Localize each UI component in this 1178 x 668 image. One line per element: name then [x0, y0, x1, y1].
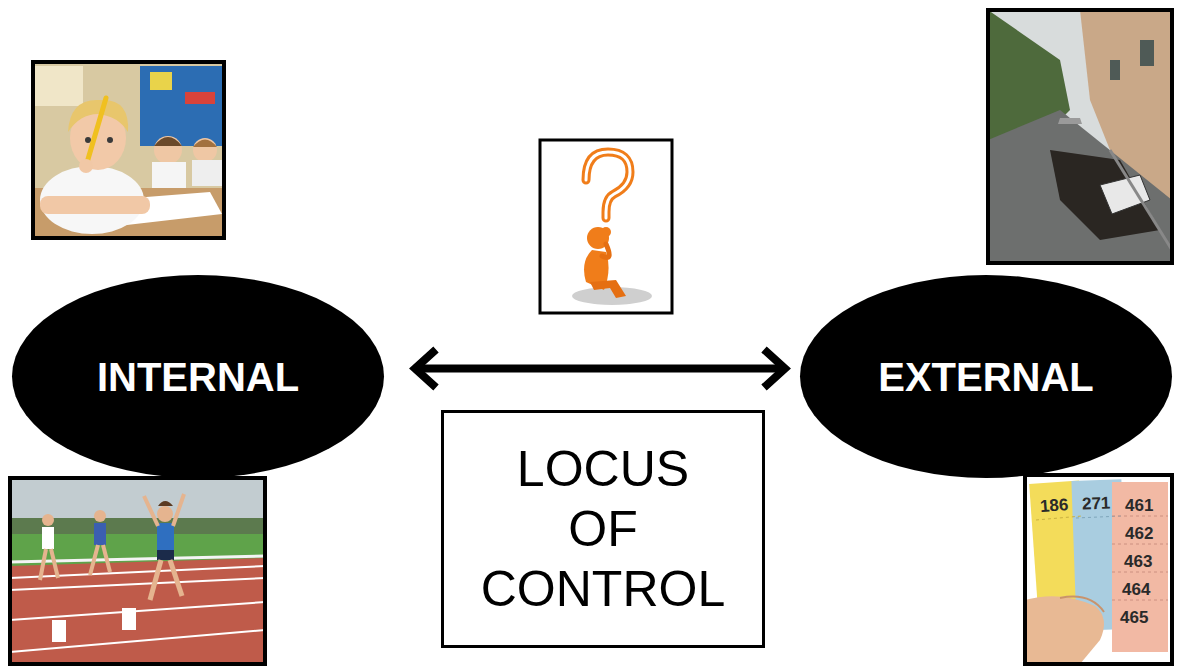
- node-text: EXTERNAL: [878, 354, 1094, 400]
- ticket-number: 186: [1039, 496, 1068, 515]
- ticket-number: 462: [1125, 525, 1153, 542]
- classroom-photo-part: [154, 136, 182, 164]
- ticket-number: 271: [1082, 495, 1111, 513]
- ticket-number: 461: [1125, 497, 1153, 514]
- thinker-icon-part: [586, 152, 630, 218]
- race-photo-part: [122, 608, 136, 630]
- sinkhole-photo-part: [988, 10, 1172, 263]
- sinkhole-photo-part: [1058, 118, 1082, 124]
- classroom-photo-part: [154, 137, 182, 146]
- classroom-photo-part: [193, 140, 217, 148]
- photo-frame: [10, 478, 265, 664]
- winner-figure-part: [157, 550, 174, 560]
- runner-figure: [40, 514, 58, 580]
- thinker-icon-part: [540, 140, 672, 313]
- ticket-number: 464: [1122, 581, 1150, 598]
- winner-figure-part: [157, 523, 174, 551]
- tickets-photo-part: [1112, 482, 1168, 652]
- runner-figure-part: [51, 549, 58, 578]
- runner-figure-part: [42, 514, 54, 526]
- race-photo-part: [52, 620, 66, 642]
- thinker-icon-part: [590, 280, 626, 298]
- winner-figure-part: [173, 494, 184, 526]
- classroom-photo-part: [79, 159, 93, 173]
- photo-frame: [33, 62, 224, 238]
- thinker-icon-part: [586, 152, 630, 218]
- runner-figure-part: [94, 523, 106, 545]
- tickets-photo: [1025, 475, 1172, 664]
- photo-frame: [1025, 475, 1172, 664]
- tickets-photo-part: [1025, 475, 1172, 664]
- classroom-photo-part: [152, 162, 186, 188]
- classroom-photo-part: [33, 66, 83, 106]
- ticket-number: 465: [1120, 609, 1148, 626]
- photo-frame: [988, 10, 1172, 263]
- tickets-photo-part: [1025, 596, 1104, 664]
- classroom-photo-part: [107, 137, 113, 143]
- sinkhole-photo-part: [988, 110, 1172, 263]
- race-photo-part: [10, 602, 265, 620]
- tickets-photo-part: [1112, 572, 1168, 573]
- classroom-photo: [33, 62, 224, 238]
- winner-figure: [144, 494, 184, 600]
- tickets-photo-part: [1112, 544, 1168, 545]
- sinkhole-photo-part: [1100, 175, 1150, 214]
- classroom-photo-part: [140, 66, 224, 146]
- node-text: LOCUS OF CONTROL: [481, 439, 725, 619]
- race-photo: [10, 478, 265, 664]
- classroom-photo-part: [193, 138, 217, 162]
- classroom-photo-part: [40, 196, 150, 214]
- ticket-number: 463: [1124, 553, 1152, 570]
- runner-figure: [90, 510, 110, 575]
- node-text: INTERNAL: [97, 354, 299, 400]
- double-arrow: [415, 365, 785, 373]
- tickets-photo-part: [1076, 516, 1122, 518]
- tickets-photo-part: [1112, 516, 1168, 517]
- sinkhole-photo-part: [1110, 150, 1172, 250]
- sinkhole-photo: [988, 10, 1172, 263]
- runner-figure-part: [94, 510, 106, 522]
- sinkhole-photo-part: [1050, 150, 1160, 240]
- tickets-photo-part: [1060, 597, 1104, 612]
- winner-figure-part: [144, 496, 158, 526]
- race-photo-part: [10, 556, 265, 562]
- runner-figure-part: [40, 549, 46, 580]
- race-photo-part: [10, 578, 265, 590]
- thinker-icon: [540, 140, 672, 313]
- ellipse-fill: [12, 275, 384, 478]
- runner-figure-part: [103, 545, 110, 572]
- race-photo-part: [10, 558, 265, 664]
- winner-figure-part: [150, 560, 161, 600]
- sinkhole-photo-part: [1110, 60, 1120, 80]
- concept-ellipse: EXTERNAL: [800, 275, 1172, 478]
- classroom-photo-part: [86, 98, 106, 166]
- classroom-photo-part: [185, 92, 215, 104]
- tickets-photo-part: [1036, 516, 1082, 520]
- concept-ellipse: INTERNAL: [12, 275, 384, 478]
- winner-figure-part: [170, 560, 182, 596]
- classroom-photo-part: [33, 62, 224, 238]
- classroom-photo-part: [85, 137, 91, 143]
- sinkhole-photo-part: [1140, 40, 1154, 66]
- classroom-photo-part: [150, 72, 172, 90]
- tickets-photo-part: [1112, 600, 1168, 601]
- race-photo-part: [10, 566, 265, 578]
- winner-figure-part: [157, 506, 173, 522]
- runner-figure-part: [42, 527, 54, 549]
- runner-figure-part: [90, 545, 98, 575]
- title-box: LOCUS OF CONTROL: [441, 410, 765, 648]
- classroom-photo-part: [192, 160, 222, 186]
- ellipse-fill: [800, 275, 1172, 478]
- winner-figure-part: [158, 501, 173, 506]
- thinker-icon-part: [602, 244, 609, 258]
- race-photo-part: [10, 630, 265, 652]
